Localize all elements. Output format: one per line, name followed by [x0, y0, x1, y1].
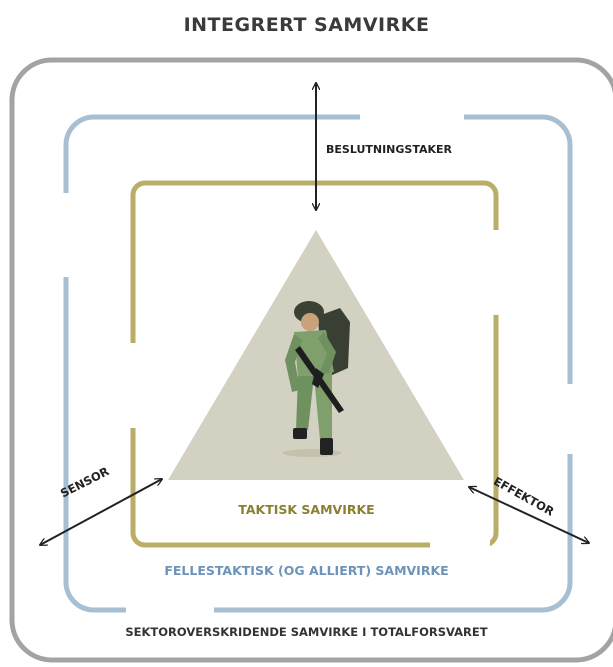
sector-frame [9, 57, 613, 663]
frame-gap [120, 343, 150, 428]
tactical-label: TAKTISK SAMVIRKE [238, 502, 375, 517]
frame-gap [52, 193, 82, 277]
frame-gap [430, 534, 490, 556]
sensor-arrow [40, 479, 162, 545]
soldier-figure [282, 301, 350, 457]
sector-label: SEKTOROVERSKRIDENDE SAMVIRKE I TOTALFORS… [125, 625, 488, 639]
frame-gap [481, 230, 513, 315]
frame-gap [126, 597, 214, 623]
frame-gap [548, 384, 582, 454]
effector-arrow [469, 487, 589, 543]
joint-label: FELLESTAKTISK (OG ALLIERT) SAMVIRKE [164, 563, 449, 578]
frame-gap [360, 106, 464, 130]
decision-maker-label: BESLUTNINGSTAKER [326, 143, 453, 156]
diagram-title: INTEGRERT SAMVIRKE [183, 14, 430, 36]
